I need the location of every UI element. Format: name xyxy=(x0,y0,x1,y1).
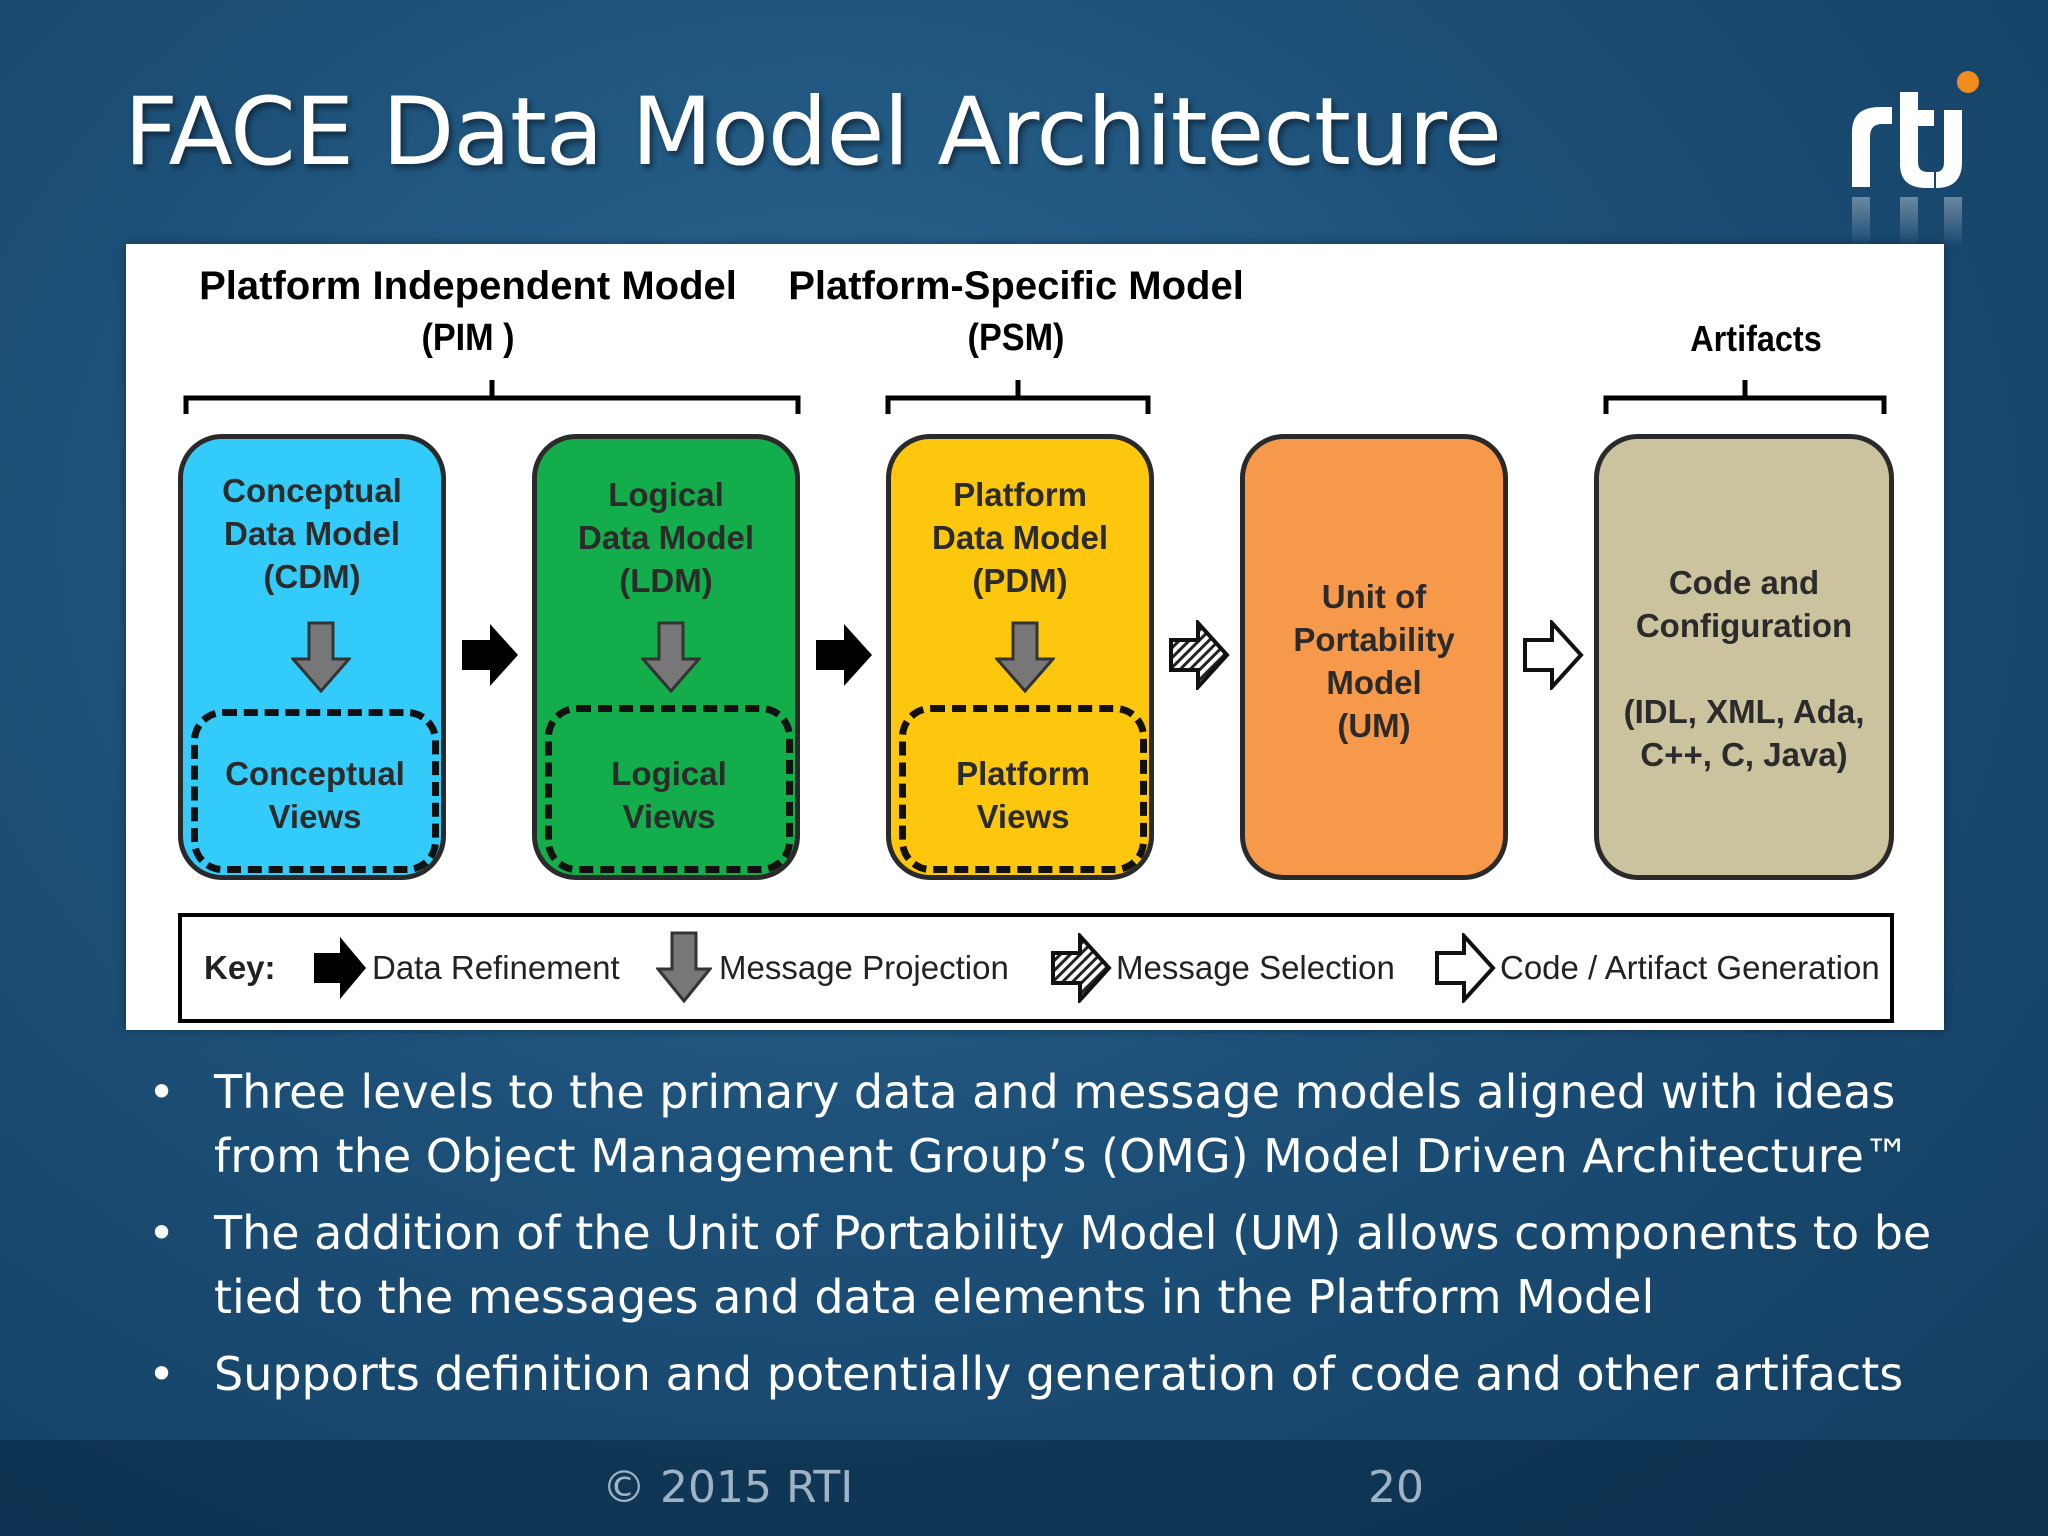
bullet-text: Supports definition and potentially gene… xyxy=(214,1347,1904,1401)
bullet-marker: • xyxy=(148,1206,176,1260)
copyright: © 2015 RTI xyxy=(602,1462,854,1513)
bullet-marker: • xyxy=(148,1065,176,1119)
message-projection-arrow-icon xyxy=(291,621,351,693)
key-message-selection: Message Selection xyxy=(1116,949,1395,986)
logical-views-box: Logical Views xyxy=(545,705,793,873)
psm-header: Platform-Specific Model (PSM) xyxy=(788,264,1244,359)
bullet-item: • Three levels to the primary data and m… xyxy=(140,1060,2000,1188)
conceptual-data-model-box: Conceptual Data Model (CDM) Conceptual V… xyxy=(178,434,446,880)
bullet-list: • Three levels to the primary data and m… xyxy=(140,1060,2000,1419)
architecture-diagram: Platform Independent Model (PIM ) Platfo… xyxy=(126,244,1944,1030)
pdm-label: Platform Data Model (PDM) xyxy=(931,476,1109,599)
message-projection-arrow-icon xyxy=(656,931,712,1003)
data-refinement-arrow-icon xyxy=(816,624,872,686)
key-message-projection: Message Projection xyxy=(719,949,1009,986)
pim-header: Platform Independent Model (PIM ) xyxy=(199,264,737,359)
rti-logo xyxy=(1852,71,1979,247)
code-and-configuration-box: Code and Configuration (IDL, XML, Ada, C… xyxy=(1594,434,1894,880)
message-selection-arrow-icon xyxy=(1169,620,1230,690)
page-number: 20 xyxy=(1368,1462,1424,1513)
message-selection-arrow-icon xyxy=(1051,933,1112,1003)
conceptual-views-box: Conceptual Views xyxy=(191,709,439,873)
code-config-label: Code and Configuration (IDL, XML, Ada, C… xyxy=(1623,564,1865,773)
message-projection-arrow-icon xyxy=(995,621,1055,693)
key-code-artifact-generation: Code / Artifact Generation xyxy=(1500,949,1880,986)
logical-views-label: Logical Views xyxy=(611,755,727,835)
bullet-text: The addition of the Unit of Portability … xyxy=(214,1206,1932,1324)
group-brackets xyxy=(183,380,1887,414)
data-refinement-arrow-icon xyxy=(314,937,366,999)
key-label: Key: xyxy=(204,949,276,986)
bullet-item: • Supports definition and potentially ge… xyxy=(140,1342,2000,1406)
slide-title: FACE Data Model Architecture xyxy=(124,78,1502,187)
message-projection-arrow-icon xyxy=(641,621,701,693)
um-label: Unit of Portability Model (UM) xyxy=(1293,578,1455,744)
artifacts-header: Artifacts xyxy=(1690,318,1822,359)
bullet-item: • The addition of the Unit of Portabilit… xyxy=(140,1201,2000,1329)
platform-data-model-box: Platform Data Model (PDM) Platform Views xyxy=(886,434,1154,880)
unit-of-portability-model-box: Unit of Portability Model (UM) xyxy=(1240,434,1508,880)
cdm-label: Conceptual Data Model (CDM) xyxy=(222,472,402,595)
ldm-label: Logical Data Model (LDM) xyxy=(577,476,755,599)
bullet-text: Three levels to the primary data and mes… xyxy=(214,1065,1910,1183)
platform-views-label: Platform Views xyxy=(956,755,1090,835)
footer-band xyxy=(0,1440,2048,1536)
diagram-key: Key: Data Refinement Message Projection … xyxy=(178,913,1894,1023)
data-refinement-arrow-icon xyxy=(462,624,518,686)
conceptual-views-label: Conceptual Views xyxy=(225,755,405,835)
key-data-refinement: Data Refinement xyxy=(372,949,620,986)
logical-data-model-box: Logical Data Model (LDM) Logical Views xyxy=(532,434,800,880)
bullet-marker: • xyxy=(148,1347,176,1401)
platform-views-box: Platform Views xyxy=(899,705,1147,873)
code-generation-arrow-icon xyxy=(1435,933,1496,1003)
code-generation-arrow-icon xyxy=(1523,620,1584,690)
